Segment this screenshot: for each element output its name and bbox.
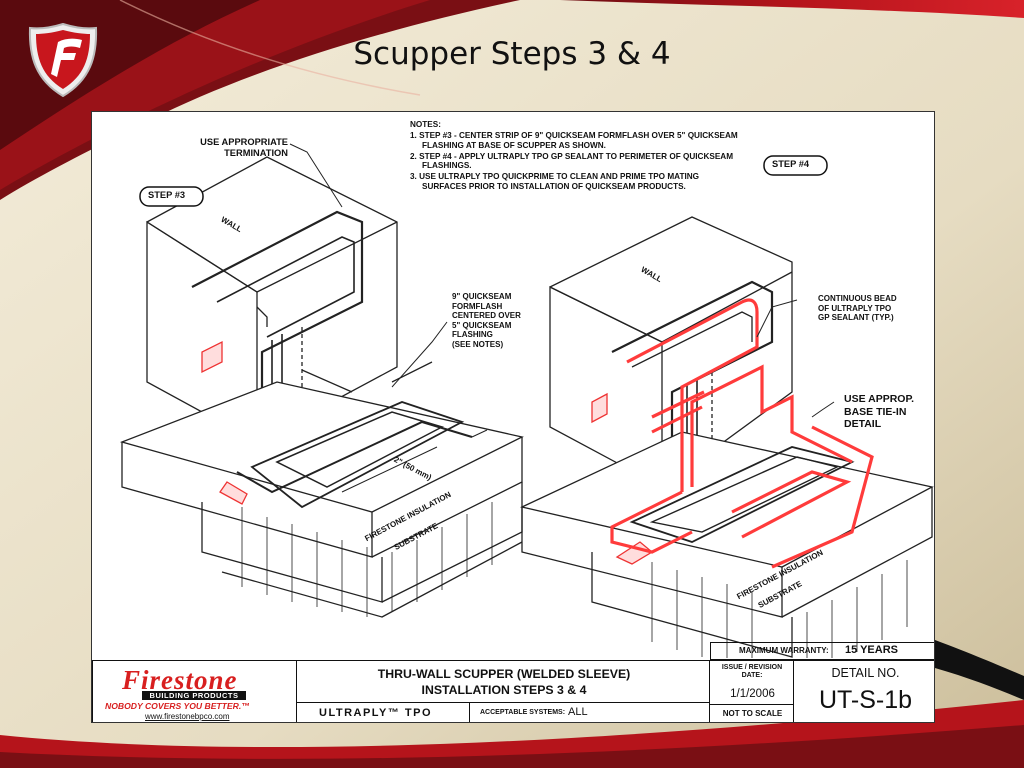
title-block: MAXIMUM WARRANTY: 15 YEARS Firestone BUI… (92, 642, 934, 722)
detail-drawing: NOTES: 1. STEP #3 - CENTER STRIP OF 9" Q… (91, 111, 935, 723)
step3-label: STEP #3 (148, 190, 186, 200)
callout-line: 9" QUICKSEAM (452, 292, 512, 301)
callout-line: FORMFLASH (452, 301, 503, 311)
firestone-wordmark: Firestone (122, 665, 238, 695)
notes: NOTES: 1. STEP #3 - CENTER STRIP OF 9" Q… (410, 120, 740, 193)
step4-deck (520, 431, 934, 658)
isometric-drawing (119, 143, 934, 658)
product-name: ULTRAPLY™ TPO (319, 707, 433, 719)
step3-wall (146, 156, 398, 444)
tiein-callout: USE APPROP. BASE TIE-IN DETAIL (844, 393, 934, 431)
callout-line: OF ULTRAPLY TPO (818, 303, 892, 313)
callout-line: (SEE NOTES) (452, 339, 504, 349)
termination-callout: USE APPROPRIATE TERMINATION (172, 137, 288, 159)
note-item: 3. USE ULTRAPLY TPO QUICKPRIME TO CLEAN … (410, 172, 700, 192)
warranty-value: 15 YEARS (845, 644, 898, 656)
notes-heading: NOTES: (410, 120, 441, 129)
callout-line: CONTINUOUS BEAD (818, 294, 897, 303)
callout-line: 5" QUICKSEAM (452, 320, 512, 330)
formflash-callout: 9" QUICKSEAM FORMFLASH CENTERED OVER 5" … (452, 292, 542, 350)
firestone-shield-icon (28, 22, 98, 98)
note-item: 1. STEP #3 - CENTER STRIP OF 9" QUICKSEA… (410, 130, 738, 150)
warranty-label: MAXIMUM WARRANTY: (739, 646, 829, 655)
note-item: 2. STEP #4 - APPLY ULTRAPLY TPO GP SEALA… (410, 151, 734, 171)
website-link[interactable]: www.firestonebpco.com (145, 712, 230, 721)
sealant-bead (610, 298, 874, 569)
scale-cell: NOT TO SCALE (709, 704, 794, 722)
systems-cell: ACCEPTABLE SYSTEMS: ALL (469, 702, 710, 722)
callout-line: CENTERED OVER (452, 311, 521, 321)
issue-date: 1/1/2006 (730, 688, 775, 700)
callout-line: USE APPROPRIATE (200, 137, 288, 147)
brand-cell: Firestone BUILDING PRODUCTS NOBODY COVER… (92, 660, 297, 722)
product-cell: ULTRAPLY™ TPO (296, 702, 470, 722)
callout-line: GP SEALANT (TYP.) (818, 313, 894, 323)
slide-title: Scupper Steps 3 & 4 (353, 36, 671, 72)
callout-line: TERMINATION (224, 148, 288, 159)
acceptable-label: ACCEPTABLE SYSTEMS: (480, 709, 566, 716)
step3-deck (119, 361, 524, 618)
issue-cell: ISSUE / REVISION DATE: 1/1/2006 (709, 660, 794, 705)
drawing-title-line1: THRU-WALL SCUPPER (WELDED SLEEVE) (377, 667, 631, 681)
step4-label: STEP #4 (772, 159, 810, 169)
drawing-title-line2: INSTALLATION STEPS 3 & 4 (421, 683, 587, 697)
warranty-cell: MAXIMUM WARRANTY: 15 YEARS (710, 642, 934, 660)
callout-line: FLASHING (452, 330, 493, 340)
callout-line: BASE TIE-IN (844, 405, 907, 418)
sealant-callout: CONTINUOUS BEAD OF ULTRAPLY TPO GP SEALA… (818, 294, 928, 323)
slogan: NOBODY COVERS YOU BETTER.™ (105, 701, 250, 711)
scale-label: NOT TO SCALE (722, 709, 783, 718)
building-products: BUILDING PRODUCTS (142, 691, 246, 700)
detail-label: DETAIL NO. (831, 666, 900, 680)
detail-cell: DETAIL NO. UT-S-1b (793, 660, 934, 722)
title-cell: THRU-WALL SCUPPER (WELDED SLEEVE) INSTAL… (296, 660, 710, 703)
issue-label: ISSUE / REVISION DATE: (721, 664, 783, 680)
callout-line: DETAIL (844, 418, 882, 431)
acceptable-value: ALL (568, 706, 588, 718)
callout-line: USE APPROP. (844, 393, 915, 405)
detail-number: UT-S-1b (818, 686, 913, 714)
